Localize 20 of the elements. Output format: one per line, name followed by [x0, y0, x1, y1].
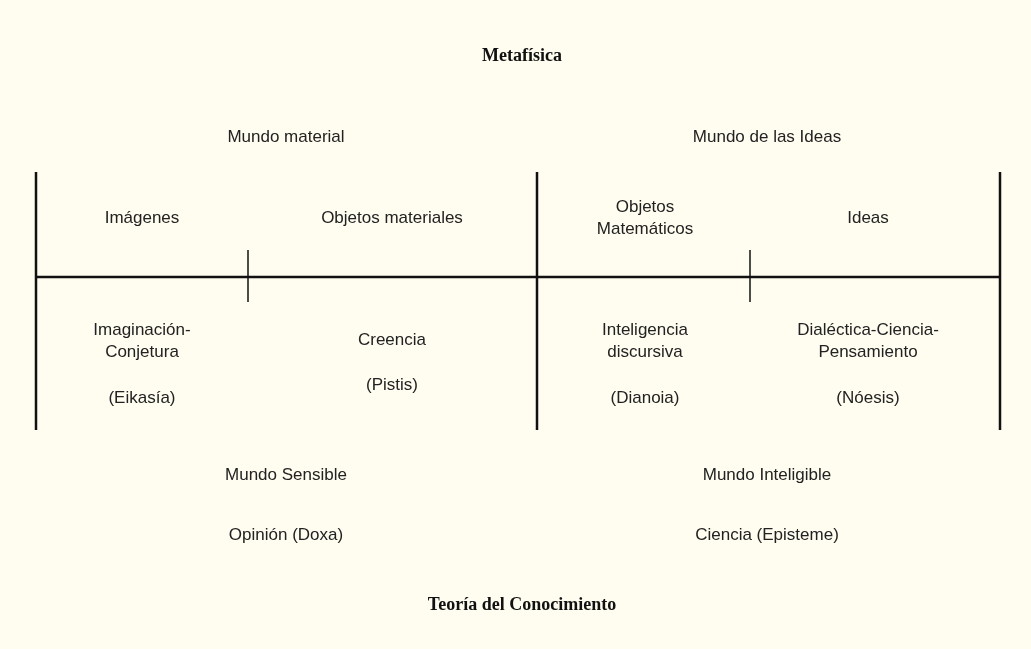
label-text: Mundo Inteligible [702, 464, 832, 486]
label-text: (Pistis) [366, 374, 418, 396]
label-text: Ciencia (Episteme) [695, 524, 839, 546]
label-text: (Nóesis) [836, 387, 900, 409]
label-text: Imágenes [104, 207, 180, 229]
label-text: Ideas [847, 207, 889, 229]
label-text: (Eikasía) [108, 387, 176, 409]
label-text: Mundo material [227, 126, 345, 148]
label-text: (Dianoia) [610, 387, 680, 409]
caption: Teoría del Conocimiento [427, 593, 617, 615]
label-text: Objetos Matemáticos [595, 196, 695, 240]
label-text: Mundo Sensible [225, 464, 347, 486]
title: Metafísica [482, 44, 562, 66]
label-text: Mundo de las Ideas [692, 126, 842, 148]
label-text: Imaginación-Conjetura [92, 319, 192, 363]
label-text: Opinión (Doxa) [228, 524, 344, 546]
label-text: Creencia [358, 329, 426, 351]
label-text: Objetos materiales [321, 207, 463, 229]
label-text: Inteligencia discursiva [601, 319, 689, 363]
label-text: Dialéctica-Ciencia-Pensamiento [796, 319, 940, 363]
